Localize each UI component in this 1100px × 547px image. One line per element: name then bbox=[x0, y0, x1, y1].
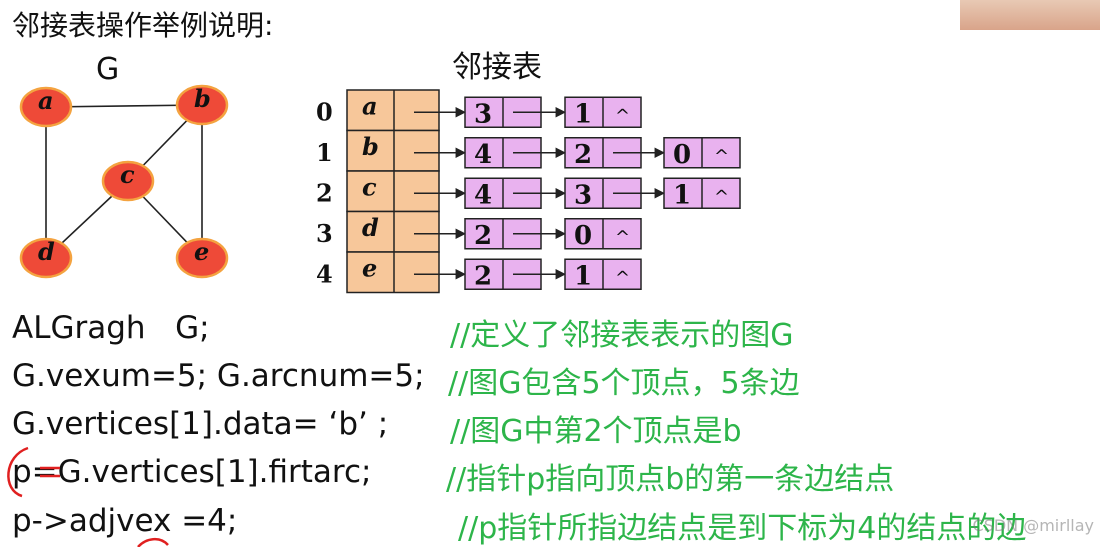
comment-line-5: //p指针所指边结点是到下标为4的结点的边 bbox=[458, 511, 1027, 546]
comment-line-4: //指针p指向顶点b的第一条边结点 bbox=[446, 462, 895, 497]
graph-vertex-c bbox=[101, 160, 155, 202]
edge-node-adjvex-1-2: 0 bbox=[673, 140, 691, 170]
graph-vertex-b bbox=[175, 84, 229, 126]
graph-vertex-e bbox=[175, 237, 229, 279]
edge-node-null-3-1: ^ bbox=[615, 227, 630, 248]
edge-node-adjvex-1-0: 4 bbox=[474, 140, 492, 170]
adjacency-index-0: 0 bbox=[316, 97, 333, 126]
adjacency-index-1: 1 bbox=[316, 138, 333, 167]
annotation-underline bbox=[137, 538, 169, 547]
graph-vertex-label-b: b bbox=[194, 84, 211, 113]
edge-node-adjvex-0-1: 1 bbox=[574, 99, 592, 129]
graph-vertex-label-d: d bbox=[38, 237, 55, 266]
graph-vertex-label-a: a bbox=[38, 86, 54, 115]
edge-node-adjvex-2-2: 1 bbox=[673, 180, 691, 210]
head-vertex-4: e bbox=[362, 253, 377, 282]
graph-vertex-label-c: c bbox=[120, 160, 135, 189]
head-vertex-3: d bbox=[362, 213, 379, 242]
head-cell-3 bbox=[346, 210, 440, 253]
adjacency-index-4: 4 bbox=[316, 259, 333, 288]
edge-node-adjvex-2-0: 4 bbox=[474, 180, 492, 210]
head-cell-4 bbox=[346, 251, 440, 294]
adjacency-label: 邻接表 bbox=[452, 50, 542, 85]
edge-node-adjvex-4-1: 1 bbox=[574, 261, 592, 291]
edge-node-null-1-2: ^ bbox=[714, 146, 729, 167]
code-line-1: ALGragh G; bbox=[12, 310, 210, 346]
page-title: 邻接表操作举例说明: bbox=[12, 9, 274, 42]
head-cell-1 bbox=[346, 129, 440, 172]
edge-node-adjvex-0-0: 3 bbox=[474, 99, 492, 129]
head-vertex-1: b bbox=[362, 132, 379, 161]
edge-node-null-0-1: ^ bbox=[615, 105, 630, 126]
edge-node-adjvex-3-0: 2 bbox=[474, 221, 492, 251]
code-line-4: p=G.vertices[1].firtarc; bbox=[12, 454, 372, 490]
comment-line-2: //图G包含5个顶点，5条边 bbox=[448, 366, 800, 401]
comment-line-3: //图G中第2个顶点是b bbox=[450, 414, 742, 449]
comment-line-1: //定义了邻接表表示的图G bbox=[450, 318, 794, 353]
adjacency-index-2: 2 bbox=[316, 178, 333, 207]
webcam-overlay bbox=[960, 0, 1100, 30]
watermark: CSDN @mirllay bbox=[972, 516, 1094, 535]
edge-node-adjvex-3-1: 0 bbox=[574, 221, 592, 251]
edge-node-null-4-1: ^ bbox=[615, 267, 630, 288]
head-vertex-2: c bbox=[362, 172, 377, 201]
adjacency-index-3: 3 bbox=[316, 219, 333, 248]
edge-node-null-2-2: ^ bbox=[714, 186, 729, 207]
graph-label: G bbox=[96, 52, 120, 87]
code-line-2: G.vexum=5; G.arcnum=5; bbox=[12, 358, 425, 394]
graph-vertex-a bbox=[19, 86, 73, 128]
edge-node-adjvex-1-1: 2 bbox=[574, 140, 592, 170]
edge-node-adjvex-4-0: 2 bbox=[474, 261, 492, 291]
edge-node-adjvex-2-1: 3 bbox=[574, 180, 592, 210]
code-line-3: G.vertices[1].data= ‘b’ ; bbox=[12, 406, 389, 442]
head-cell-0 bbox=[346, 89, 440, 132]
head-cell-2 bbox=[346, 170, 440, 213]
graph-vertex-label-e: e bbox=[194, 237, 209, 266]
code-line-5: p->adjvex =4; bbox=[12, 503, 238, 539]
head-vertex-0: a bbox=[362, 91, 378, 120]
graph-vertex-d bbox=[19, 237, 73, 279]
